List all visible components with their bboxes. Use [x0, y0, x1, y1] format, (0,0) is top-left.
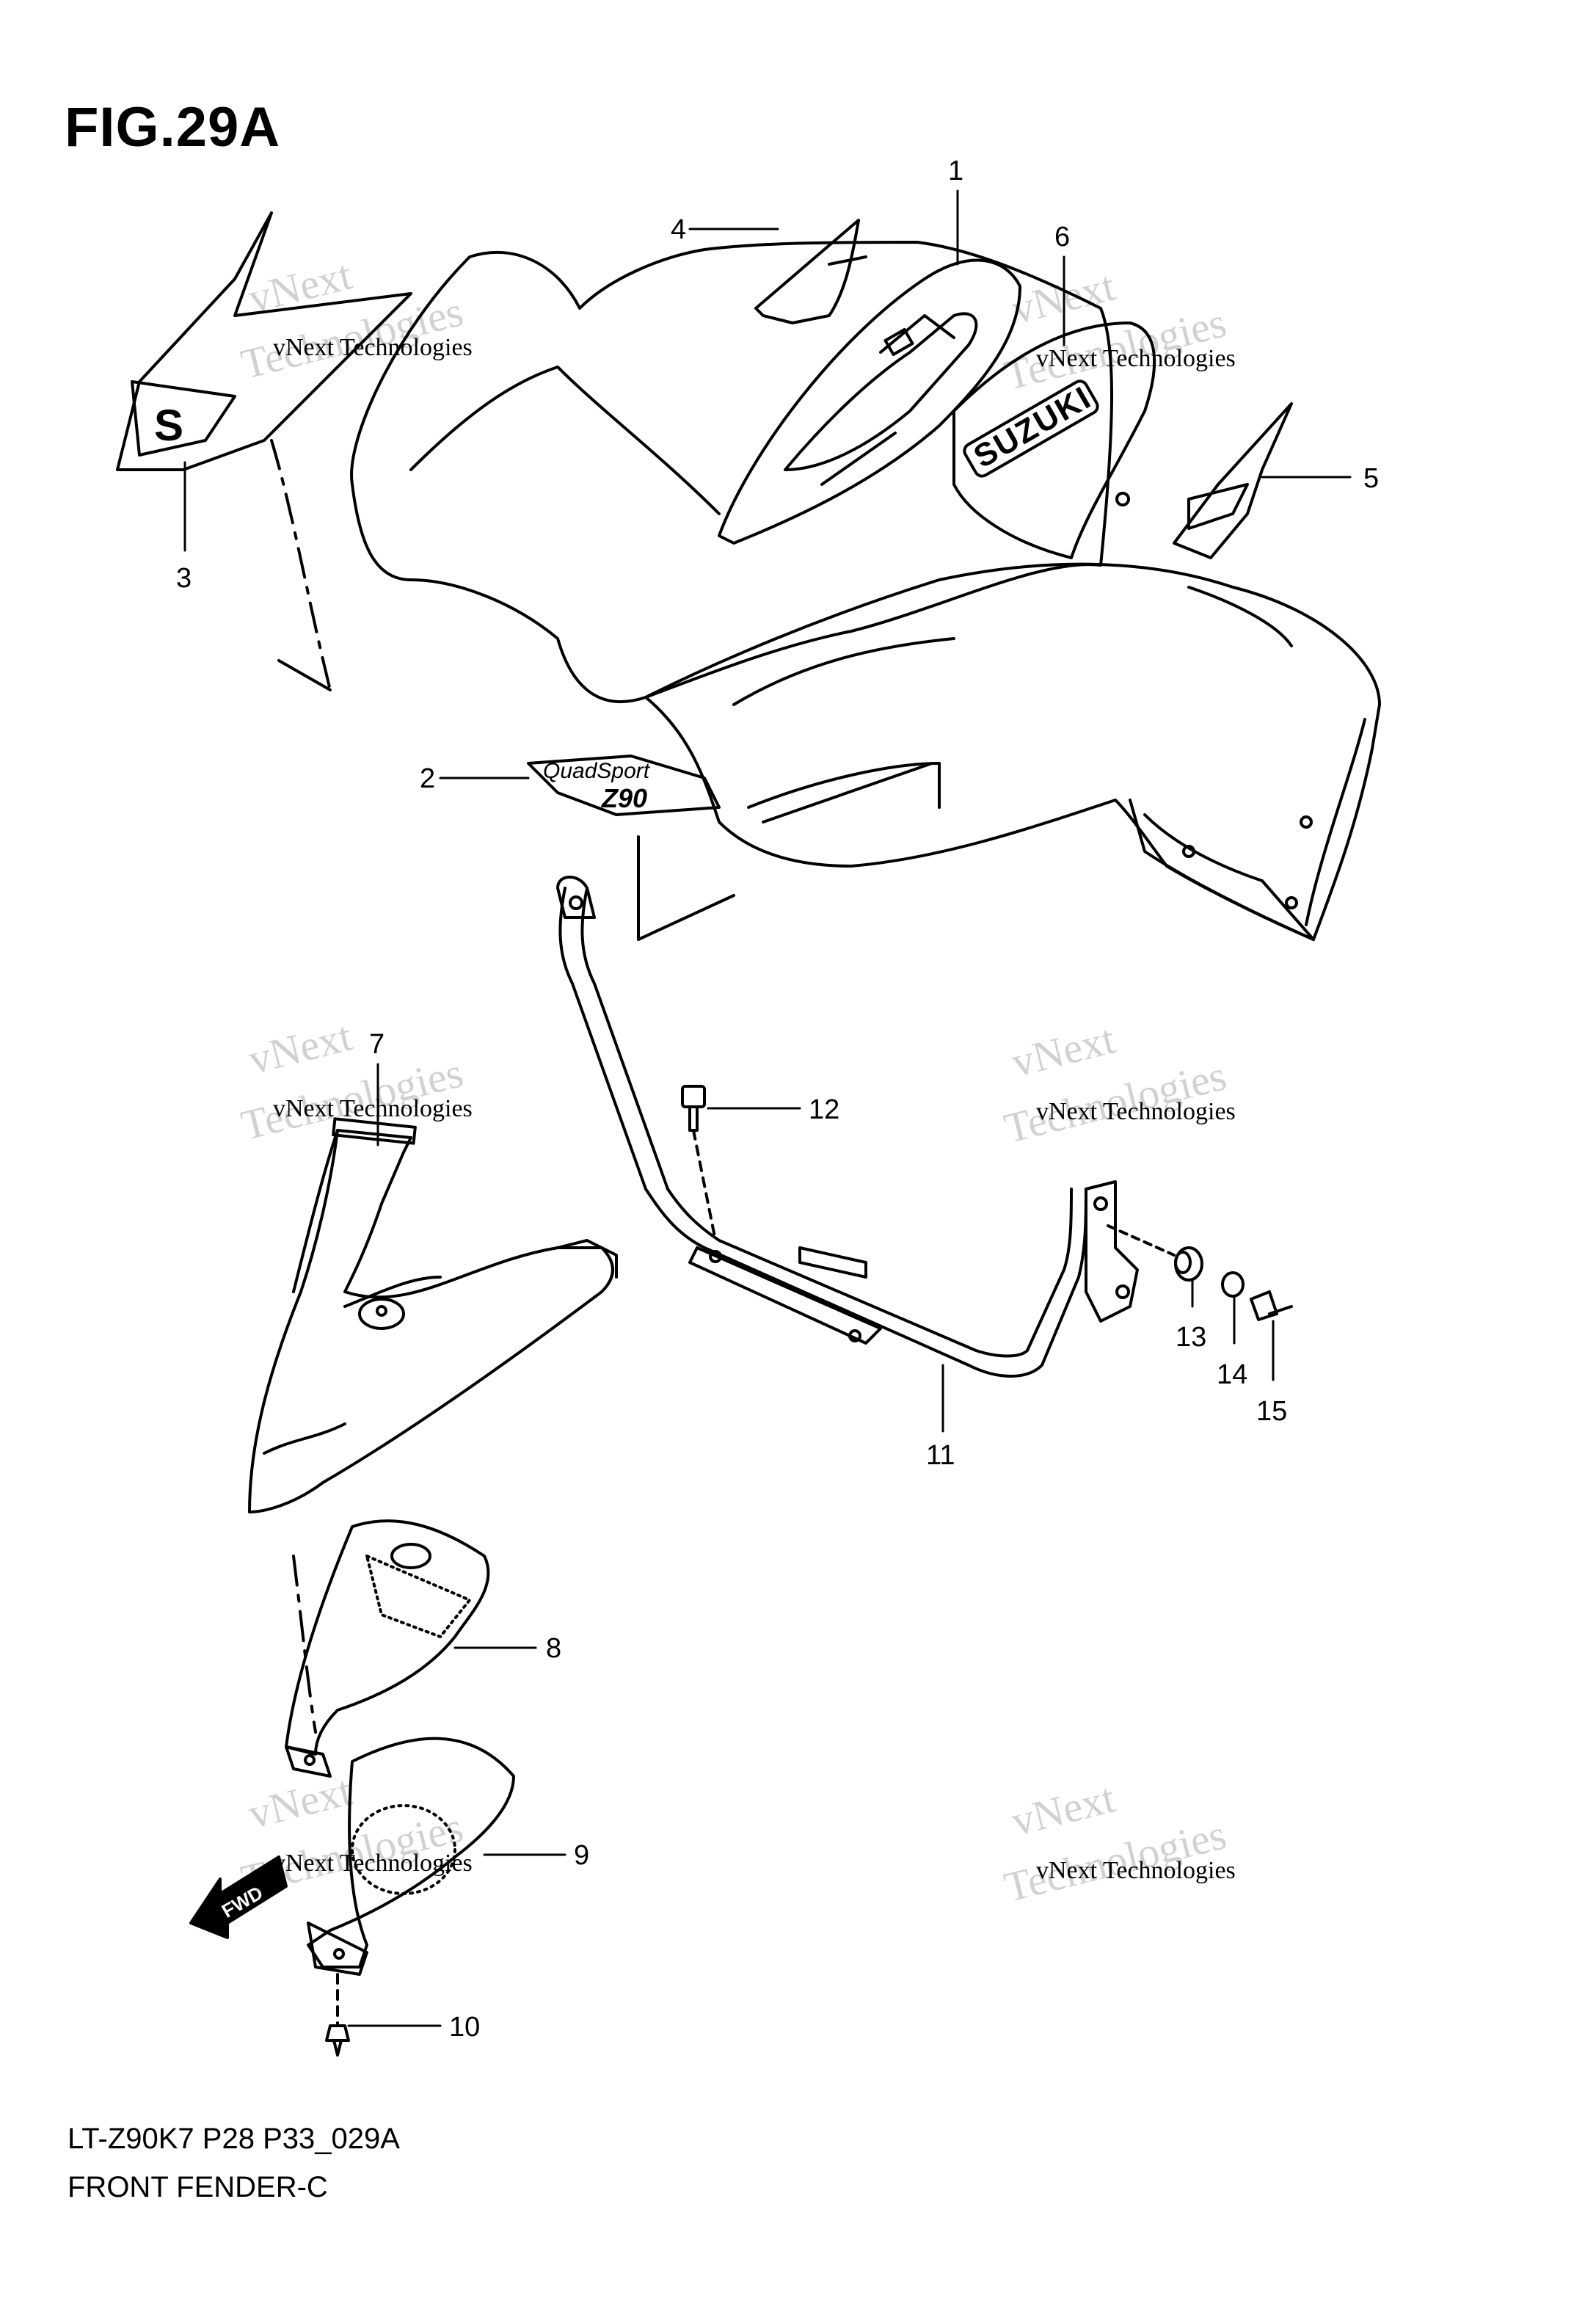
- quadsport-decal-text: QuadSport: [543, 759, 651, 783]
- callout-6: 6: [1054, 222, 1070, 252]
- suzuki-decal-text: SUZUKI: [968, 379, 1098, 475]
- front-cover-part-7: [248, 1117, 618, 1513]
- screw-part-10: [325, 1973, 350, 2057]
- callout-12: 12: [809, 1094, 839, 1125]
- decal-part-4: [754, 219, 867, 324]
- callouts: 1 2 3 4 5 6 7 8 9 10: [176, 156, 1379, 2043]
- upper-panel-part-1: [718, 258, 1021, 545]
- z90-decal-text: Z90: [601, 783, 647, 813]
- figure-title: FIG.29A: [65, 96, 281, 159]
- callout-10: 10: [449, 2012, 480, 2043]
- lower-cover-part-9: [307, 1737, 515, 1976]
- decal-part-3: S: [116, 211, 412, 471]
- side-panel-suzuki: SUZUKI: [952, 321, 1156, 559]
- callout-5: 5: [1363, 463, 1379, 494]
- decal-part-5: [1173, 402, 1293, 559]
- callout-15: 15: [1256, 1396, 1287, 1427]
- callout-13: 13: [1176, 1322, 1206, 1353]
- front-fender: [270, 241, 1381, 941]
- callout-1: 1: [948, 156, 963, 186]
- bolt-part-15: [1250, 1290, 1293, 1321]
- callout-3: 3: [176, 563, 192, 594]
- grommet-part-13: [1107, 1224, 1203, 1282]
- forward-arrow: FWD: [189, 1855, 288, 1939]
- figure-name: FRONT FENDER-C: [68, 2171, 328, 2203]
- callout-7: 7: [369, 1029, 385, 1060]
- callout-11: 11: [926, 1440, 955, 1471]
- fender-brace-part-11: [556, 876, 1139, 1378]
- callout-4: 4: [671, 214, 686, 245]
- inner-cover-part-8: [285, 1519, 490, 1778]
- model-code: LT-Z90K7 P28 P33_029A: [68, 2123, 400, 2155]
- callout-9: 9: [574, 1840, 589, 1871]
- decal-part-2: QuadSport Z90: [527, 755, 721, 816]
- bolt-part-12: [681, 1085, 717, 1242]
- callout-2: 2: [420, 763, 435, 794]
- collar-part-14: [1221, 1271, 1245, 1298]
- callout-8: 8: [546, 1633, 561, 1664]
- s-logo-text: S: [154, 401, 183, 450]
- callout-14: 14: [1217, 1359, 1247, 1390]
